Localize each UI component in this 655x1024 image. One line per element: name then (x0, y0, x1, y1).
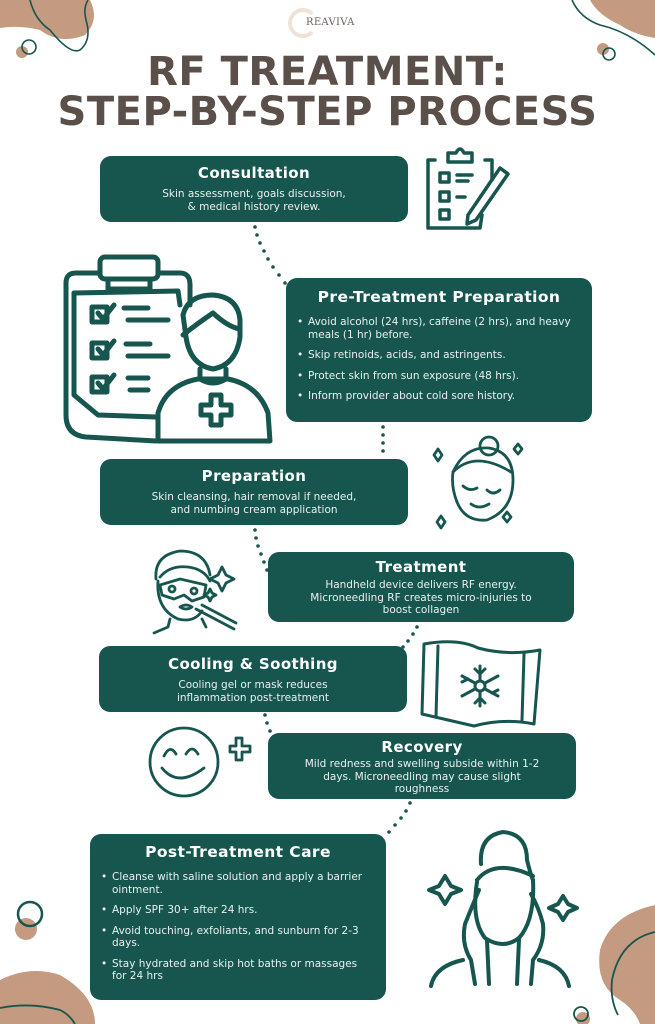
step-text-line: roughness (394, 783, 450, 795)
brand-logo: REAVIVA (288, 8, 368, 38)
step-title: Pre-Treatment Preparation (317, 288, 561, 306)
step-text-line: Skin cleansing, hair removal if needed, (151, 491, 357, 503)
step-title: Consultation (197, 164, 311, 182)
face-towel-sparkle-icon (432, 435, 524, 530)
step-title: Recovery (381, 738, 463, 756)
page-title-line-2: STEP-BY-STEP PROCESS (57, 89, 598, 135)
step-card-treatment: Treatment Handheld device delivers RF en… (268, 552, 574, 622)
step-text-line: & medical history review. (187, 200, 321, 213)
doctor-clipboard-icon (63, 254, 273, 444)
step-text-line: inflammation post-treatment (176, 691, 330, 704)
step-bullet: Protect skin from sun exposure (48 hrs). (297, 370, 578, 383)
step-text-line: Microneedling RF creates micro-injuries … (310, 591, 532, 604)
step-card-cooling: Cooling & Soothing Cooling gel or mask r… (99, 646, 407, 712)
step-title: Cooling & Soothing (168, 655, 338, 673)
step-card-post-care: Post-Treatment Care Cleanse with saline … (90, 834, 386, 1000)
step-bullet: Apply SPF 30+ after 24 hrs. (101, 904, 370, 917)
step-text-line: Cooling gel or mask reduces (178, 679, 328, 691)
step-bullet-list: Avoid alcohol (24 hrs), caffeine (2 hrs)… (286, 316, 592, 403)
step-bullet: Skip retinoids, acids, and astringents. (297, 349, 578, 362)
smiley-plus-icon (148, 726, 252, 798)
cooling-pack-snowflake-icon (420, 640, 542, 728)
woman-hands-face-icon (427, 830, 579, 988)
step-bullet: Cleanse with saline solution and apply a… (101, 871, 370, 896)
step-card-recovery: Recovery Mild redness and swelling subsi… (268, 733, 576, 799)
step-bullet-list: Cleanse with saline solution and apply a… (90, 871, 386, 983)
step-title: Preparation (201, 467, 307, 485)
face-goggles-device-icon (152, 549, 238, 635)
step-text-line: boost collagen (382, 604, 460, 616)
step-card-pre-treatment: Pre-Treatment Preparation Avoid alcohol … (286, 278, 592, 422)
step-bullet: Avoid touching, exfoliants, and sunburn … (101, 925, 370, 950)
step-card-preparation: Preparation Skin cleansing, hair removal… (100, 459, 408, 525)
step-bullet: Inform provider about cold sore history. (297, 390, 578, 403)
step-bullet: Avoid alcohol (24 hrs), caffeine (2 hrs)… (297, 316, 578, 341)
logo-ring-icon (288, 8, 318, 38)
page-title-line-1: RF TREATMENT: (147, 49, 508, 95)
step-text-line: and numbing cream application (170, 503, 338, 516)
step-text-line: days. Microneedling may cause slight (323, 770, 521, 783)
step-text-line: Handheld device delivers RF energy. (325, 579, 517, 591)
step-title: Treatment (375, 558, 467, 576)
step-title: Post-Treatment Care (145, 843, 331, 861)
logo-text: REAVIVA (306, 17, 355, 28)
step-text-line: Skin assessment, goals discussion, (162, 188, 346, 200)
step-text-line: Mild redness and swelling subside within… (304, 758, 540, 770)
clipboard-pencil-icon (426, 147, 510, 230)
step-bullet: Stay hydrated and skip hot baths or mass… (101, 958, 370, 983)
step-card-consultation: Consultation Skin assessment, goals disc… (100, 156, 408, 222)
